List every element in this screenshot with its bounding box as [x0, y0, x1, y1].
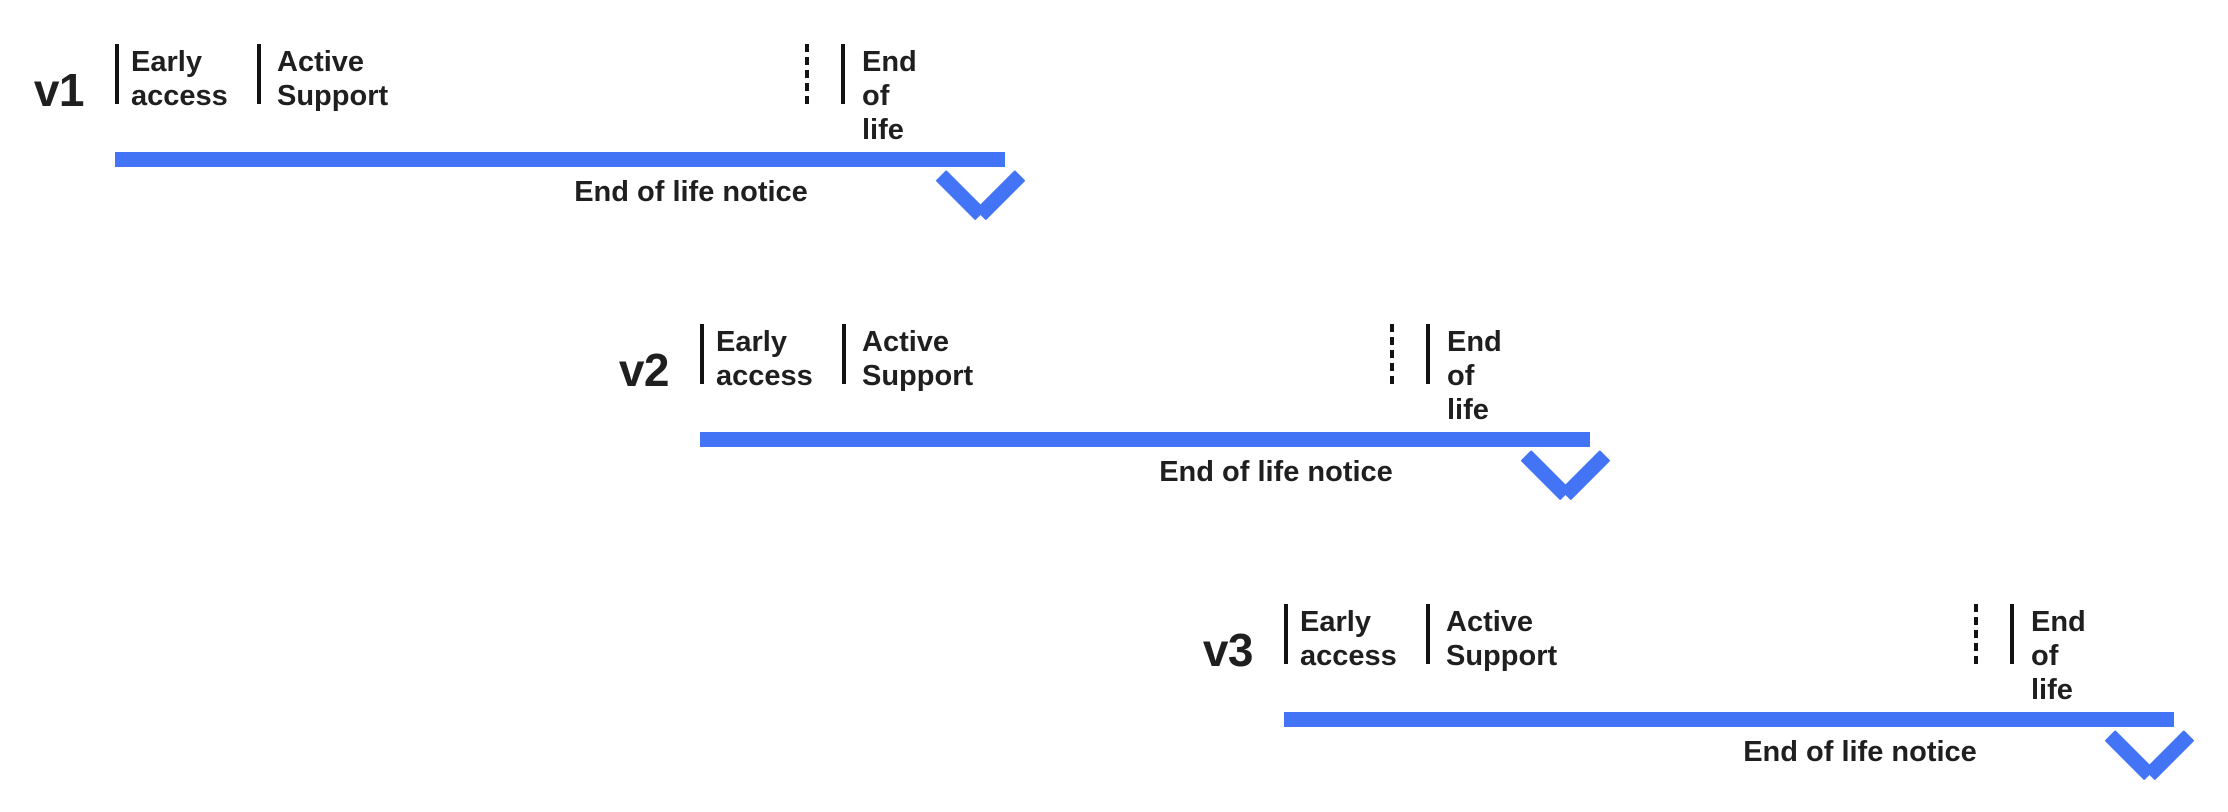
notice-label-end-of-life-notice-v3: End of life notice [1743, 736, 1977, 768]
divider-active-support-start-v1 [257, 44, 261, 104]
divider-early-access-start-v1 [115, 44, 119, 104]
phase-label-early-access-v2: Early access [716, 326, 813, 393]
phase-label-end-of-life-v2: End of life [1447, 326, 1502, 427]
divider-early-access-start-v2 [700, 324, 704, 384]
divider-early-access-start-v3 [1284, 604, 1288, 664]
notice-label-end-of-life-notice-v2: End of life notice [1159, 456, 1393, 488]
divider-active-support-start-v3 [1426, 604, 1430, 664]
version-label-v3: v3 [1202, 624, 1254, 676]
lifecycle-arrow-shaft-v2 [700, 432, 1590, 447]
divider-end-of-life-notice-v1 [805, 44, 809, 104]
lifecycle-arrow-shaft-v1 [115, 152, 1005, 167]
phase-label-end-of-life-v3: End of life [2031, 606, 2086, 707]
divider-end-of-life-start-v2 [1426, 324, 1430, 384]
phase-label-end-of-life-v1: End of life [862, 46, 917, 147]
phase-label-active-support-v2: Active Support [862, 326, 974, 393]
phase-label-active-support-v1: Active Support [277, 46, 389, 113]
divider-end-of-life-start-v1 [841, 44, 845, 104]
divider-end-of-life-notice-v2 [1390, 324, 1394, 384]
version-label-v1: v1 [33, 64, 85, 116]
version-label-v2: v2 [618, 344, 670, 396]
lifecycle-arrow-shaft-v3 [1284, 712, 2174, 727]
divider-end-of-life-notice-v3 [1974, 604, 1978, 664]
notice-label-end-of-life-notice-v1: End of life notice [574, 176, 808, 208]
phase-label-active-support-v3: Active Support [1446, 606, 1558, 673]
phase-label-early-access-v1: Early access [131, 46, 228, 113]
divider-end-of-life-start-v3 [2010, 604, 2014, 664]
phase-label-early-access-v3: Early access [1300, 606, 1397, 673]
divider-active-support-start-v2 [842, 324, 846, 384]
